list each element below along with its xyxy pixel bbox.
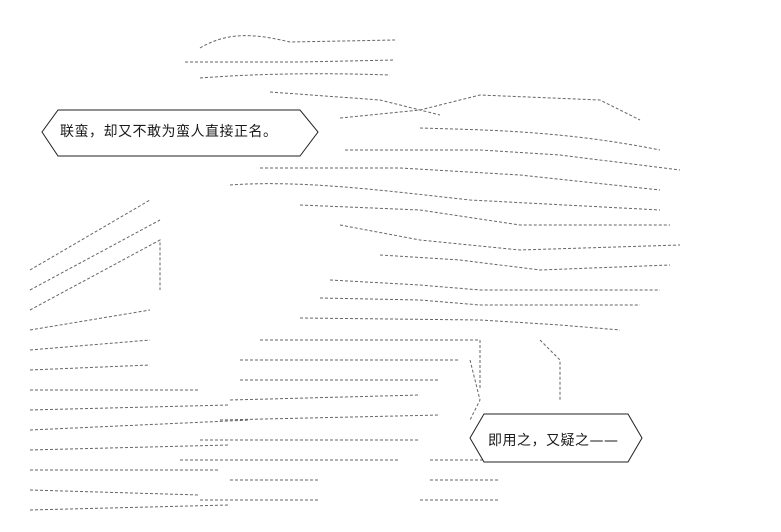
speech-bubble-2	[469, 413, 643, 463]
art-stroke	[299, 204, 670, 226]
bubble-1-outline	[41, 109, 319, 157]
bubble-2-text: 即用之，又疑之——	[488, 433, 619, 449]
art-stroke	[419, 127, 661, 151]
art-stroke	[229, 183, 661, 211]
art-stroke	[260, 339, 481, 390]
art-stroke	[29, 489, 201, 496]
art-stroke	[29, 219, 161, 291]
bubble-1-text: 联蛮，却又不敢为蛮人直接正名。	[60, 124, 278, 140]
speech-bubble-1	[41, 109, 319, 157]
art-stroke	[29, 444, 231, 451]
art-stroke	[339, 94, 641, 121]
art-stroke	[229, 394, 421, 401]
art-stroke	[469, 359, 481, 421]
art-stroke	[379, 254, 671, 271]
art-stroke	[345, 149, 681, 171]
bubble-2-outline	[469, 413, 643, 463]
art-stroke	[185, 59, 396, 63]
art-stroke	[260, 167, 661, 191]
art-stroke	[29, 199, 151, 271]
art-stroke	[319, 297, 640, 306]
art-stroke	[329, 279, 660, 291]
art-stroke	[299, 317, 621, 331]
art-stroke	[219, 414, 441, 421]
art-stroke	[199, 73, 391, 79]
art-stroke	[539, 339, 561, 400]
art-stroke	[29, 339, 151, 351]
art-stroke	[29, 404, 231, 411]
art-stroke	[29, 419, 251, 431]
art-stroke	[29, 239, 161, 311]
art-stroke	[29, 364, 151, 371]
art-stroke	[339, 224, 681, 251]
art-stroke	[199, 35, 396, 49]
art-stroke	[29, 309, 151, 331]
art-stroke	[29, 504, 231, 511]
